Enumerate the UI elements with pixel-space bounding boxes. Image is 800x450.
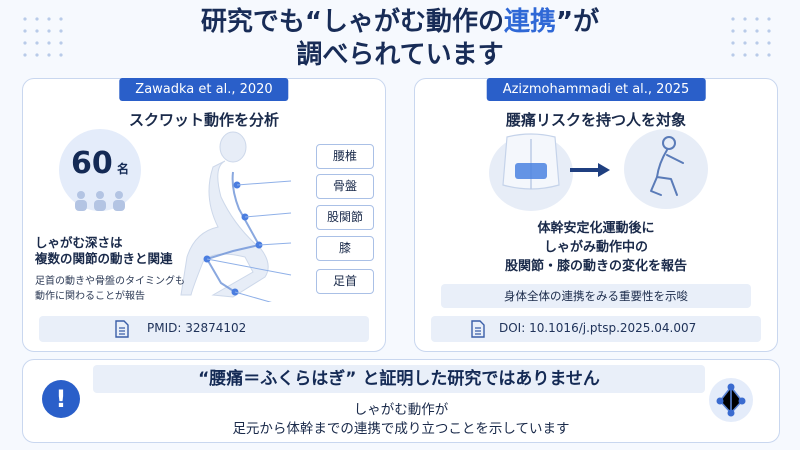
label-ankle: 足首 xyxy=(316,269,374,294)
squat-figure-illustration xyxy=(624,129,708,209)
document-icon xyxy=(115,320,129,338)
dot-grid-decoration-left xyxy=(23,17,63,57)
title-line2: 調べられています xyxy=(296,40,504,70)
disclaimer-heading: “腰痛＝ふくらはぎ” と証明した研究ではありません xyxy=(93,365,705,393)
squat-skeleton-illustration xyxy=(180,131,292,302)
participant-unit: 名 xyxy=(117,162,130,176)
page-title: 研究でも“しゃがむ動作の連携”が 調べられています xyxy=(0,6,800,72)
title-line1-part-a: 研究でも“しゃがむ動作の xyxy=(200,7,504,37)
study-card-azizmohammadi: Azizmohammadi et al., 2025 腰痛リスクを持つ人を対象 … xyxy=(414,78,778,352)
finding-line3: 股関節・膝の動きの変化を報告 xyxy=(504,259,687,274)
implication-box: 身体全体の連携をみる重要性を示唆 xyxy=(441,284,751,308)
finding-sub-line1: 足首の動きや骨盤のタイミングも xyxy=(35,276,185,287)
reference-tag: Zawadka et al., 2020 xyxy=(119,78,289,101)
participant-count: 60 xyxy=(71,146,113,181)
card-subtitle: スクワット動作を分析 xyxy=(128,111,279,129)
finding-main: しゃがむ深さは 複数の関節の動きと関連 xyxy=(35,235,173,267)
torso-back-illustration xyxy=(489,133,573,211)
title-highlight: 連携 xyxy=(503,7,556,37)
finding-text: 体幹安定化運動後に しゃがみ動作中の 股関節・膝の動きの変化を報告 xyxy=(415,219,777,276)
reference-box: DOI: 10.1016/j.ptsp.2025.04.007 xyxy=(431,316,761,342)
finding-sub-line2: 動作に関わることが報告 xyxy=(35,291,145,302)
finding-line1: 体幹安定化運動後に xyxy=(537,221,655,236)
disclaimer-line1: しゃがむ動作が xyxy=(353,402,449,418)
exclamation-icon: ! xyxy=(42,380,80,418)
study-card-zawadka: Zawadka et al., 2020 スクワット動作を分析 60 名 xyxy=(22,78,386,352)
label-hip: 股関節 xyxy=(316,205,374,230)
finding-sub: 足首の動きや骨盤のタイミングも 動作に関わることが報告 xyxy=(35,274,185,304)
people-icon xyxy=(75,191,125,211)
finding-main-line1: しゃがむ深さは xyxy=(35,235,123,250)
disclaimer-banner: ! “腰痛＝ふくらはぎ” と証明した研究ではありません しゃがむ動作が 足元から… xyxy=(22,359,780,443)
title-line1-part-b: ”が xyxy=(556,7,600,37)
label-lumbar: 腰椎 xyxy=(316,144,374,169)
finding-main-line2: 複数の関節の動きと関連 xyxy=(35,251,173,266)
reference-box: PMID: 32874102 xyxy=(39,316,369,342)
card-subtitle: 腰痛リスクを持つ人を対象 xyxy=(505,111,686,129)
reference-tag: Azizmohammadi et al., 2025 xyxy=(486,78,706,101)
document-icon xyxy=(471,320,485,338)
pmid-reference: PMID: 32874102 xyxy=(147,321,247,335)
disclaimer-line2: 足元から体幹までの連携で成り立つことを示しています xyxy=(232,421,570,437)
doi-reference: DOI: 10.1016/j.ptsp.2025.04.007 xyxy=(499,321,697,335)
network-icon xyxy=(709,378,753,422)
dot-grid-decoration-right xyxy=(731,17,771,57)
label-knee: 膝 xyxy=(316,236,374,261)
finding-line2: しゃがみ動作中の xyxy=(543,240,648,255)
arrow-right-icon xyxy=(570,163,610,177)
label-pelvis: 骨盤 xyxy=(316,174,374,199)
